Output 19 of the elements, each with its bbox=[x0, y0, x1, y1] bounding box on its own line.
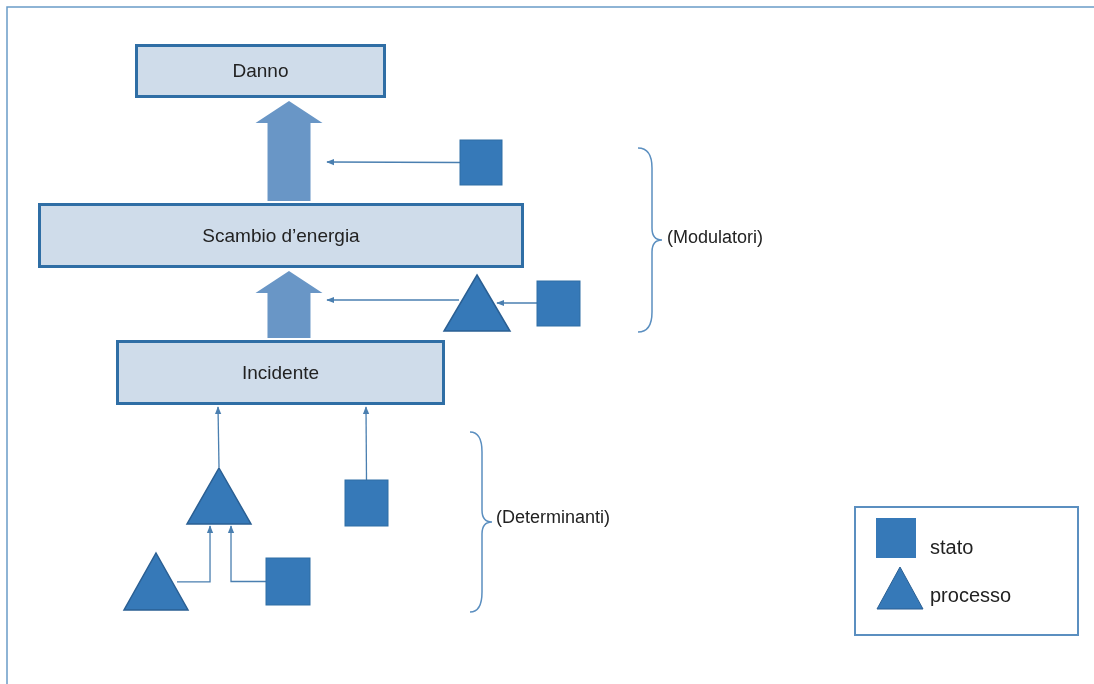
block-arrow bbox=[255, 271, 323, 338]
arrow bbox=[227, 525, 267, 583]
arrow bbox=[326, 296, 460, 304]
arrow bbox=[176, 525, 214, 583]
box-label: Danno bbox=[232, 60, 289, 82]
arrow bbox=[362, 406, 370, 481]
arrow bbox=[326, 158, 461, 166]
process-box bbox=[38, 203, 524, 268]
block-arrow bbox=[255, 101, 323, 201]
box-label: Scambio d’energia bbox=[202, 224, 360, 247]
process-box bbox=[116, 340, 445, 405]
box-label: Incidente bbox=[241, 361, 320, 384]
group-label: (Modulatori) bbox=[667, 227, 764, 248]
arrow bbox=[215, 406, 222, 468]
process-box bbox=[135, 44, 386, 98]
arrow bbox=[496, 299, 538, 307]
group-label: (Determinanti) bbox=[496, 507, 611, 528]
legend-label: processo bbox=[930, 584, 1012, 607]
legend-label: stato bbox=[930, 536, 974, 559]
